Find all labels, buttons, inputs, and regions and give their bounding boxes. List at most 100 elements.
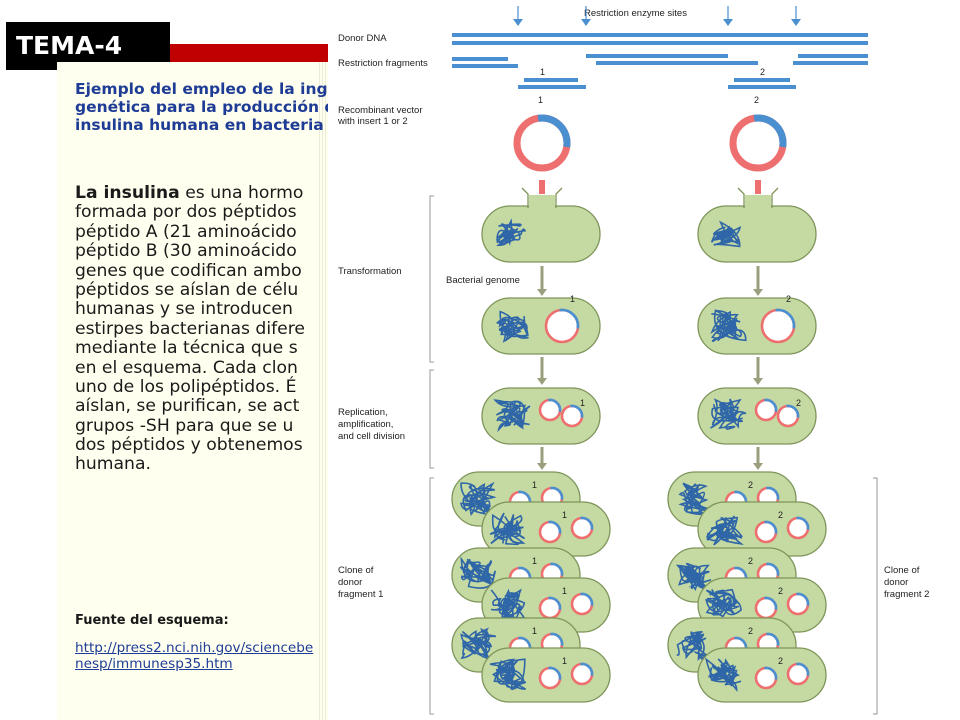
stage-brackets bbox=[429, 195, 878, 715]
vector-entry bbox=[755, 180, 761, 194]
vector-number: 1 bbox=[538, 95, 543, 105]
plasmid-insert bbox=[550, 562, 564, 576]
plasmid-insert bbox=[764, 666, 778, 680]
bacterial-genome bbox=[710, 398, 747, 431]
plasmid-number: 2 bbox=[778, 586, 783, 596]
plasmid-insert bbox=[580, 516, 594, 530]
source-label: Fuente del esquema: bbox=[75, 613, 229, 628]
stage-arrow-1-head bbox=[537, 289, 547, 296]
transformation-cell bbox=[481, 205, 601, 263]
bacterial-genome bbox=[489, 512, 526, 546]
body-line: La insulina es una hormo bbox=[75, 183, 337, 203]
recombinant-vector-insert bbox=[753, 114, 787, 148]
plasmid-insert bbox=[580, 662, 594, 676]
stage-arrow-3-head bbox=[753, 463, 763, 470]
plasmid-insert bbox=[786, 404, 800, 418]
plasmid-insert bbox=[548, 520, 562, 534]
bacterial-genome bbox=[496, 310, 529, 343]
plasmid-number: 1 bbox=[532, 556, 537, 566]
plasmid-number: 2 bbox=[748, 556, 753, 566]
plasmid-number: 1 bbox=[562, 656, 567, 666]
label-recombinant-vector: Recombinant vector bbox=[338, 105, 422, 116]
cell-entry-neck bbox=[737, 187, 779, 208]
bacterial-genome bbox=[678, 482, 709, 515]
label-clone-2: Clone of bbox=[884, 565, 920, 576]
plasmid-insert bbox=[548, 596, 562, 610]
bracket-replication bbox=[429, 369, 434, 469]
heading-line: Ejemplo del empleo de la ing bbox=[75, 80, 328, 98]
body-line: grupos -SH para que se u bbox=[75, 415, 294, 436]
body-line: dos péptidos y obtenemos bbox=[75, 435, 303, 456]
plasmid-insert bbox=[548, 666, 562, 680]
label-clone-1: Clone of bbox=[338, 565, 374, 576]
plasmid-insert bbox=[764, 398, 778, 412]
plasmid-insert bbox=[764, 596, 778, 610]
plasmid-number: 1 bbox=[532, 626, 537, 636]
plasmid-insert bbox=[559, 308, 580, 329]
plasmid-number: 1 bbox=[532, 480, 537, 490]
insulin-lead-term: La insulina bbox=[75, 183, 180, 203]
body-line: genes que codifican ambo bbox=[75, 260, 302, 281]
label-clone-2: fragment 2 bbox=[884, 589, 929, 600]
body-line: humanas y se introducen bbox=[75, 299, 293, 320]
plasmid-number: 2 bbox=[748, 480, 753, 490]
body-line: formada por dos péptidos bbox=[75, 202, 297, 223]
bacterial-genome bbox=[710, 220, 741, 248]
plasmid-insert bbox=[550, 632, 564, 646]
plasmid-number: 2 bbox=[796, 398, 801, 408]
bacterial-genome bbox=[676, 631, 711, 661]
heading-line: insulina humana en bacteria bbox=[75, 116, 324, 134]
stage-arrow-2-head bbox=[537, 378, 547, 385]
plasmid-number: 1 bbox=[580, 398, 585, 408]
cell-entry-fill bbox=[745, 195, 771, 209]
fragment-number-2: 2 bbox=[760, 67, 765, 77]
plasmid-insert bbox=[764, 520, 778, 534]
source-url-line[interactable]: nesp/immunesp35.htm bbox=[75, 656, 233, 672]
diagram-background bbox=[328, 0, 960, 720]
label-bacterial-genome: Bacterial genome bbox=[446, 275, 520, 286]
vector-entry bbox=[539, 180, 545, 194]
body-line: péptido A (21 aminoácido bbox=[75, 221, 297, 242]
stage-arrow-1-head bbox=[753, 289, 763, 296]
source-link[interactable]: http://press2.nci.nih.gov/sciencebe nesp… bbox=[75, 640, 313, 672]
plasmid-insert bbox=[580, 592, 594, 606]
source-url-line[interactable]: http://press2.nci.nih.gov/sciencebe bbox=[75, 640, 314, 656]
insulin-description: La insulina es una hormo formada por dos… bbox=[75, 183, 337, 475]
bacterial-genome bbox=[459, 556, 496, 589]
body-line: aíslan, se purifican, se act bbox=[75, 396, 300, 417]
label-clone-1: fragment 1 bbox=[338, 589, 383, 600]
body-line: mediante la técnica que s bbox=[75, 338, 298, 359]
stage-arrow-3-head bbox=[537, 463, 547, 470]
plasmid-insert bbox=[766, 632, 780, 646]
bracket-clone-2 bbox=[873, 477, 878, 715]
plasmid-number: 2 bbox=[748, 626, 753, 636]
bracket-transformation bbox=[429, 195, 434, 363]
bacterial-genome bbox=[710, 309, 747, 343]
restriction-site-arrow-1-head bbox=[581, 19, 591, 26]
plasmid-insert bbox=[796, 662, 810, 676]
plasmid-insert bbox=[548, 398, 562, 412]
label-restriction-fragments: Restriction fragments bbox=[338, 58, 428, 69]
plasmid-insert bbox=[570, 404, 584, 418]
cell-entry-neck bbox=[521, 187, 563, 208]
bacterial-genome bbox=[490, 588, 526, 622]
bacterial-genome bbox=[705, 657, 742, 692]
label-recombinant-vector: with insert 1 or 2 bbox=[337, 116, 408, 127]
label-clone-1: donor bbox=[338, 577, 362, 588]
label-transformation: Transformation bbox=[338, 266, 402, 277]
body-line: péptidos se aíslan de célu bbox=[75, 279, 299, 300]
title-red-bar bbox=[170, 44, 340, 64]
plasmid-insert bbox=[766, 486, 780, 500]
plasmid-insert bbox=[550, 486, 564, 500]
fragment-number-1: 1 bbox=[540, 67, 545, 77]
body-line: uno de los polipéptidos. É bbox=[75, 376, 297, 397]
recombinant-vector-insert bbox=[537, 114, 571, 148]
text-panel: Ejemplo del empleo de la ing genética pa… bbox=[57, 62, 337, 720]
restriction-site-arrow-2-head bbox=[723, 19, 733, 26]
plasmid-insert bbox=[766, 562, 780, 576]
bracket-clone-1 bbox=[429, 477, 434, 715]
body-line: estirpes bacterianas difere bbox=[75, 318, 306, 339]
